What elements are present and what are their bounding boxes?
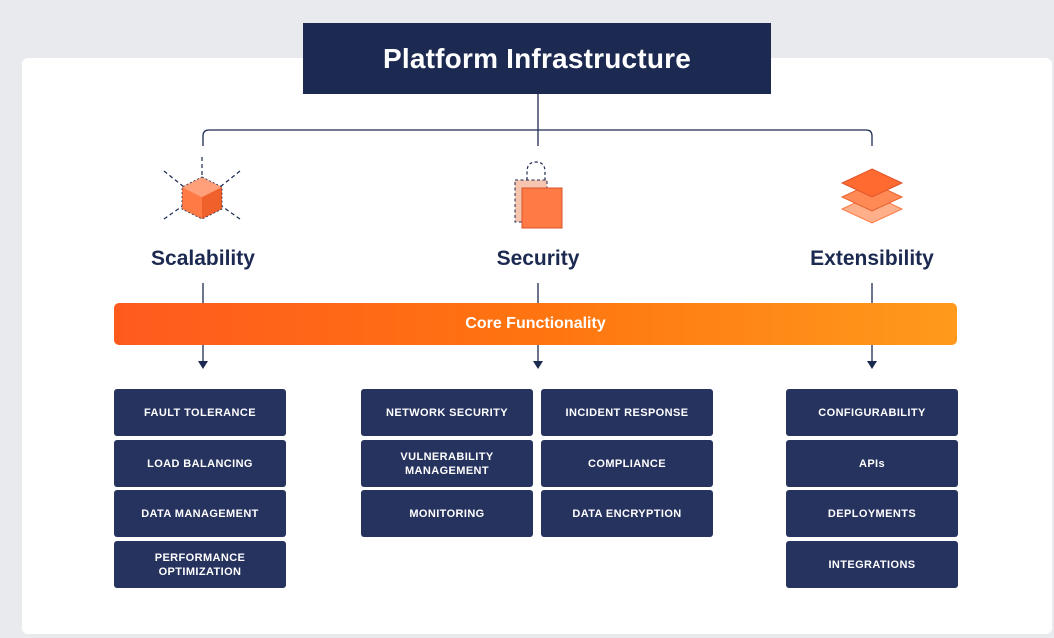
pillar-label-security: Security <box>496 247 580 270</box>
pillar-label-extensibility: Extensibility <box>810 247 934 270</box>
feature-network-security: NETWORK SECURITY <box>361 389 533 436</box>
feature-load-balancing: LOAD BALANCING <box>114 440 286 487</box>
diagram-title: Platform Infrastructure <box>303 23 771 94</box>
feature-apis: APIs <box>786 440 958 487</box>
padlock-icon <box>514 161 563 229</box>
arrowhead <box>867 361 877 369</box>
feature-deployments: DEPLOYMENTS <box>786 490 958 537</box>
arrowhead <box>533 361 543 369</box>
feature-data-encryption: DATA ENCRYPTION <box>541 490 713 537</box>
core-functionality-bar: Core Functionality <box>114 303 957 345</box>
feature-incident-response: INCIDENT RESPONSE <box>541 389 713 436</box>
diagram-card <box>22 58 1052 634</box>
feature-compliance: COMPLIANCE <box>541 440 713 487</box>
feature-monitoring: MONITORING <box>361 490 533 537</box>
feature-performance-optimization: PERFORMANCE OPTIMIZATION <box>114 541 286 588</box>
feature-integrations: INTEGRATIONS <box>786 541 958 588</box>
feature-configurability: CONFIGURABILITY <box>786 389 958 436</box>
stacked-layers-icon <box>840 168 904 224</box>
feature-vulnerability-management: VULNERABILITY MANAGEMENT <box>361 440 533 487</box>
pillar-label-scalability: Scalability <box>151 247 255 270</box>
feature-fault-tolerance: FAULT TOLERANCE <box>114 389 286 436</box>
arrowhead <box>198 361 208 369</box>
feature-data-management: DATA MANAGEMENT <box>114 490 286 537</box>
exploding-cube-icon <box>163 157 241 220</box>
